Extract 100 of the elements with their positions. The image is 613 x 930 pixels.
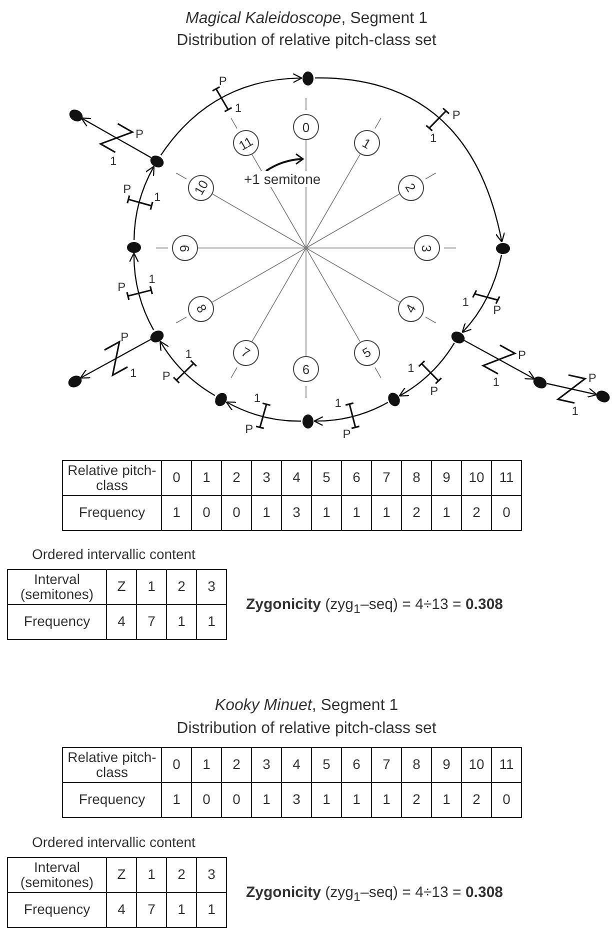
marker-label: P	[136, 128, 144, 140]
pitch-class-circle: 9	[172, 235, 198, 261]
table-caption: Ordered intervallic content	[32, 834, 196, 850]
arrow	[226, 401, 301, 422]
arrow	[398, 342, 455, 397]
table-cell: 3	[282, 782, 312, 818]
marker-label: 1	[462, 296, 469, 308]
table-cell: 1	[432, 496, 462, 530]
table-cell: 1	[432, 782, 462, 818]
pitch-class-circle: 1	[354, 130, 380, 156]
arrow	[160, 73, 302, 156]
arrow	[464, 340, 536, 380]
table-cell: 3	[252, 748, 282, 782]
marker-label: P	[342, 428, 351, 440]
table-cell: 9	[432, 748, 462, 782]
marker-label: 1	[130, 366, 137, 379]
marker-label: 1	[572, 405, 578, 418]
marker-label: 1	[430, 132, 437, 144]
table-cell: Z	[106, 570, 136, 604]
table-cell: 4	[282, 460, 312, 496]
table-cell: 2	[222, 460, 252, 496]
table-cell: 0	[222, 496, 252, 530]
table-cell: 1	[252, 496, 282, 530]
table-cell: Interval (semitones)	[8, 570, 106, 604]
marker-label: 1	[148, 273, 156, 286]
table-cell: 3	[252, 460, 282, 496]
table-cell: 2	[166, 570, 196, 604]
table-cell: Frequency	[62, 496, 162, 530]
table-cell: 2	[462, 496, 492, 530]
table-cell: 0	[162, 460, 192, 496]
marker-label: P	[123, 182, 132, 195]
table-caption: Ordered intervallic content	[32, 546, 196, 562]
diagram-title: Magical Kaleidoscope, Segment 1	[184, 10, 428, 28]
table-cell: 1	[136, 858, 166, 892]
table-cell: 7	[372, 460, 402, 496]
pitch-class-circle: 10	[188, 174, 214, 200]
table-cell: 0	[492, 496, 522, 530]
table-cell: Frequency	[8, 604, 106, 640]
arrow	[314, 402, 388, 426]
subtitle: Distribution of relative pitch-class set	[176, 32, 438, 50]
marker-label: P	[493, 304, 502, 316]
marker-label: P	[120, 330, 129, 343]
marker-label: 1	[334, 396, 342, 409]
pitch-class-circle: 2	[398, 174, 424, 200]
table-cell: 3	[196, 858, 226, 892]
table-cell: 0	[192, 496, 222, 530]
arrow	[128, 252, 154, 330]
table-cell: 1	[192, 460, 222, 496]
marker-label: P	[452, 108, 460, 121]
zygonicity-formula: Zygonicity (zyg$_{1}$–seq) = 4÷13 = 0.308	[246, 596, 504, 616]
table-cell: 1	[162, 496, 192, 530]
table-cell: 7	[136, 604, 166, 640]
marker-label: P	[518, 349, 526, 361]
marker-label: P	[218, 74, 227, 87]
table-cell: 1	[312, 496, 342, 530]
marker-label: 1	[154, 191, 161, 204]
subtitle: Distribution of relative pitch-class set	[176, 720, 438, 738]
pitch-class-circle: 8	[188, 296, 214, 322]
arrow	[133, 166, 155, 240]
pitch-class-circle: 4	[398, 296, 424, 322]
table-cell: 1	[312, 782, 342, 818]
table-cell: 6	[342, 460, 372, 496]
note-dot	[212, 390, 230, 408]
arrow	[314, 77, 505, 243]
marker-label: P	[118, 281, 126, 294]
table-cell: Relative pitch-class	[62, 460, 162, 496]
table-cell: Relative pitch-class	[62, 748, 162, 782]
table-cell: 0	[492, 782, 522, 818]
table-cell: 2	[402, 496, 432, 530]
table-cell: 7	[372, 748, 402, 782]
pitch-class-circle: 11	[232, 130, 258, 156]
table-cell: 1	[166, 604, 196, 640]
table-cell: 0	[222, 782, 252, 818]
table-cell: 3	[196, 570, 226, 604]
table-cell: 2	[222, 748, 252, 782]
arrow	[462, 254, 502, 334]
table-cell: 1	[136, 570, 166, 604]
table-cell: 1	[196, 604, 226, 640]
note-dot	[496, 242, 510, 254]
table-cell: 5	[312, 460, 342, 496]
table-cell: 2	[462, 782, 492, 818]
marker-label: P	[245, 422, 254, 435]
table-cell: 1	[342, 496, 372, 530]
table-cell: 7	[136, 892, 166, 928]
table-cell: 10	[462, 748, 492, 782]
table-cell: 6	[342, 748, 372, 782]
arrow	[546, 382, 598, 398]
table-cell: Frequency	[8, 892, 106, 928]
table-cell: Z	[106, 858, 136, 892]
table-cell: 11	[492, 460, 522, 496]
marker-label: 1	[254, 392, 261, 404]
marker-label: P	[588, 372, 596, 384]
table-cell: 2	[166, 858, 196, 892]
table-cell: 1	[342, 782, 372, 818]
table-cell: 8	[402, 748, 432, 782]
table-cell: 1	[252, 782, 282, 818]
pitch-class-circle: 5	[354, 340, 380, 366]
marker-label: 1	[492, 376, 500, 388]
pitch-class-circle: 6	[293, 356, 319, 382]
pitch-class-circle: 7	[232, 340, 258, 366]
